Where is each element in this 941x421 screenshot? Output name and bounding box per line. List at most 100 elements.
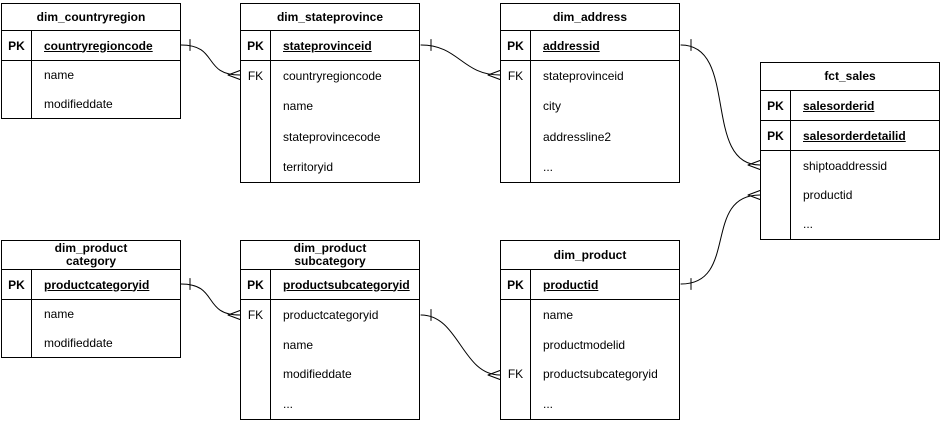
column-name: productsubcategoryid xyxy=(543,367,658,382)
entity-title-line: dim_product xyxy=(54,241,128,255)
entity-body: name modifieddate xyxy=(2,61,180,118)
entity-title-line: dim_stateprovince xyxy=(276,9,384,24)
key-cell-empty xyxy=(2,89,32,118)
column-name: countryregioncode xyxy=(44,38,153,53)
key-cell-empty xyxy=(501,121,531,152)
column-row-addressline2: addressline2 xyxy=(501,121,679,152)
column-name: stateprovincecode xyxy=(283,129,381,144)
pk-badge: PK xyxy=(761,121,791,150)
fk-badge: FK xyxy=(241,61,271,92)
entity-title-line: category xyxy=(65,254,117,268)
column-row-more: ... xyxy=(501,151,679,182)
column-row-countryregioncode: PK countryregioncode xyxy=(2,31,180,61)
column-row-productsubcategoryid: FK productsubcategoryid xyxy=(501,359,679,390)
column-row-name: name xyxy=(501,300,679,330)
column-name: salesorderdetailid xyxy=(803,128,906,143)
column-name: productsubcategoryid xyxy=(283,277,410,292)
key-cell-empty xyxy=(761,209,791,239)
key-cell-empty xyxy=(501,151,531,182)
entity-title-line: dim_address xyxy=(552,9,628,24)
crow-foot-marker xyxy=(747,160,761,170)
column-name: name xyxy=(44,307,75,322)
entity-title-line: dim_product xyxy=(293,241,367,255)
crow-foot-marker xyxy=(747,190,761,200)
column-name: modifieddate xyxy=(44,335,113,350)
column-name: productmodelid xyxy=(543,337,626,352)
column-name: shiptoaddressid xyxy=(803,158,888,173)
key-cell-empty xyxy=(2,61,32,90)
entity-title: fct_sales xyxy=(761,63,939,91)
relationship-wire xyxy=(680,44,761,166)
column-row-modifieddate: modifieddate xyxy=(241,359,419,390)
column-name: ... xyxy=(283,397,294,412)
pk-badge: PK xyxy=(501,31,531,60)
column-name: name xyxy=(44,68,75,83)
column-row-name: name xyxy=(2,61,180,90)
relationship-dim_product-fct_sales[interactable] xyxy=(680,190,761,290)
column-row-name: name xyxy=(2,300,180,329)
key-cell-empty xyxy=(241,389,271,419)
column-name: stateprovinceid xyxy=(283,38,372,53)
entity-title-line: dim_countryregion xyxy=(36,9,146,24)
fk-badge: FK xyxy=(241,300,271,330)
key-cell-empty xyxy=(241,329,271,360)
crow-foot-marker xyxy=(227,310,241,320)
column-name: name xyxy=(283,99,314,114)
pk-badge: PK xyxy=(241,270,271,299)
column-name: name xyxy=(543,307,574,322)
column-name: stateprovinceid xyxy=(543,69,624,84)
key-cell-empty xyxy=(2,328,32,357)
relationship-dim_address-fct_sales[interactable] xyxy=(680,39,761,170)
relationship-wire xyxy=(420,314,501,376)
column-row-addressid: PK addressid xyxy=(501,31,679,61)
relationship-dim_stateprovince-dim_address[interactable] xyxy=(420,39,501,80)
key-cell-empty xyxy=(241,151,271,182)
column-row-productsubcategoryid: PK productsubcategoryid xyxy=(241,270,419,300)
column-row-salesorderdetailid: PK salesorderdetailid xyxy=(761,121,939,151)
column-name: addressline2 xyxy=(543,129,612,144)
relationship-dim_productsubcategory-dim_product[interactable] xyxy=(420,309,501,380)
key-cell-empty xyxy=(2,300,32,329)
pk-badge: PK xyxy=(761,91,791,120)
entity-title-line: fct_sales xyxy=(824,69,876,83)
column-row-territoryid: territoryid xyxy=(241,151,419,182)
column-name: city xyxy=(543,99,561,114)
column-row-city: city xyxy=(501,91,679,122)
relationship-dim_countryregion-dim_stateprovince[interactable] xyxy=(180,39,241,80)
column-name: salesorderid xyxy=(803,98,875,113)
column-name: modifieddate xyxy=(283,367,352,382)
relationship-dim_productcategory-dim_productsubcategory[interactable] xyxy=(180,278,241,320)
column-name: productid xyxy=(803,187,853,202)
key-cell-empty xyxy=(501,91,531,122)
key-cell-empty xyxy=(501,329,531,360)
column-name: addressid xyxy=(543,38,600,53)
entity-title-line: subcategory xyxy=(294,254,366,268)
column-row-name: name xyxy=(241,91,419,122)
key-cell-empty xyxy=(501,300,531,330)
relationship-wire xyxy=(420,44,501,76)
column-row-more: ... xyxy=(501,389,679,419)
fk-badge: FK xyxy=(501,359,531,390)
key-cell-empty xyxy=(761,151,791,181)
key-cell-empty xyxy=(761,180,791,210)
pk-badge: PK xyxy=(2,31,32,60)
column-name: productcategoryid xyxy=(283,307,379,322)
column-row-modifieddate: modifieddate xyxy=(2,89,180,118)
